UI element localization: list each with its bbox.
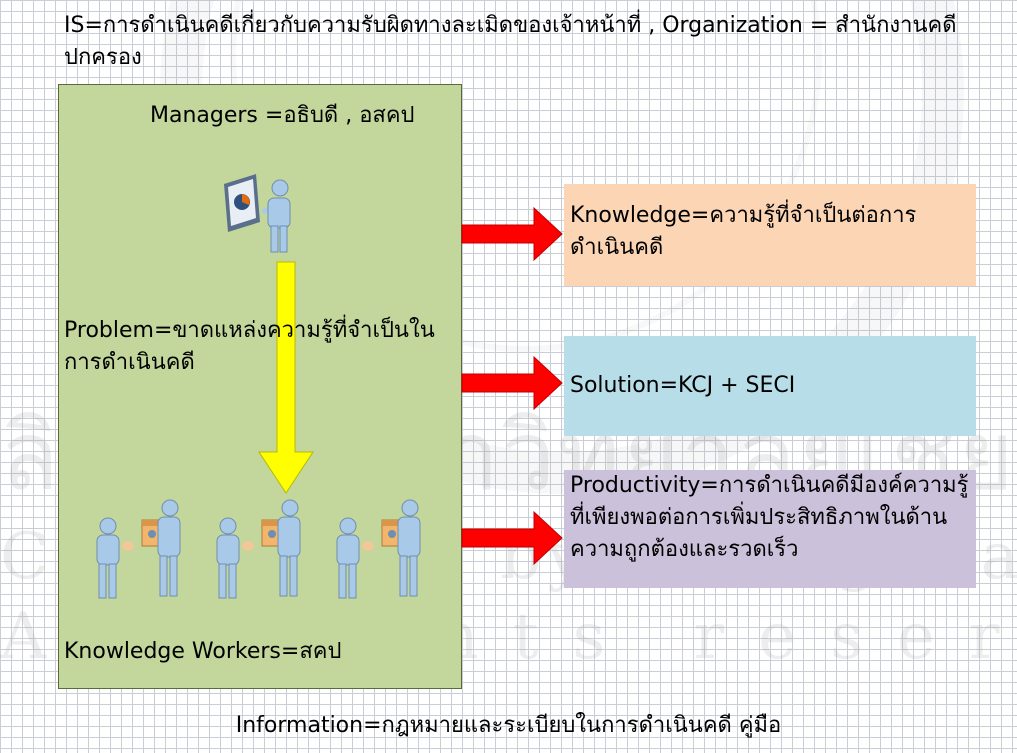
knowledge-box: Knowledge=ความรู้ที่จำเป็นต่อการดำเนินคด…: [564, 184, 976, 286]
information-label: Information=กฎหมายและระเบียบในการดำเนินค…: [235, 713, 782, 738]
managers-label: Managers =อธิบดี , อสคป: [150, 103, 415, 128]
knowledge-label: Knowledge=ความรู้ที่จำเป็นต่อการดำเนินคด…: [570, 203, 917, 260]
productivity-red-arrow: [461, 510, 563, 566]
knowledge-worker-icon: [336, 499, 421, 599]
diagram-title: IS=การดำเนินคดีเกี่ยวกับความรับผิดทางละเ…: [64, 13, 957, 70]
solution-label: Solution=KCJ + SECI: [570, 373, 796, 398]
productivity-label: Productivity=การดำเนินคดีมีองค์ความรู้ที…: [570, 473, 969, 562]
solution-red-arrow: [461, 355, 563, 411]
manager-presenting-icon: [224, 174, 291, 253]
knowledge-workers-label: Knowledge Workers=สคป: [64, 639, 342, 664]
productivity-box: Productivity=การดำเนินคดีมีองค์ความรู้ที…: [564, 470, 976, 588]
knowledge-worker-icon: [96, 499, 181, 599]
knowledge-worker-icon: [216, 499, 301, 599]
yellow-down-arrow: [258, 261, 314, 494]
knowledge-red-arrow: [461, 206, 563, 262]
solution-box: Solution=KCJ + SECI: [564, 336, 976, 436]
problem-label: Problem=ขาดแหล่งความรู้ที่จำเป็นในการดำเ…: [64, 318, 435, 375]
organization-panel: [58, 84, 462, 689]
